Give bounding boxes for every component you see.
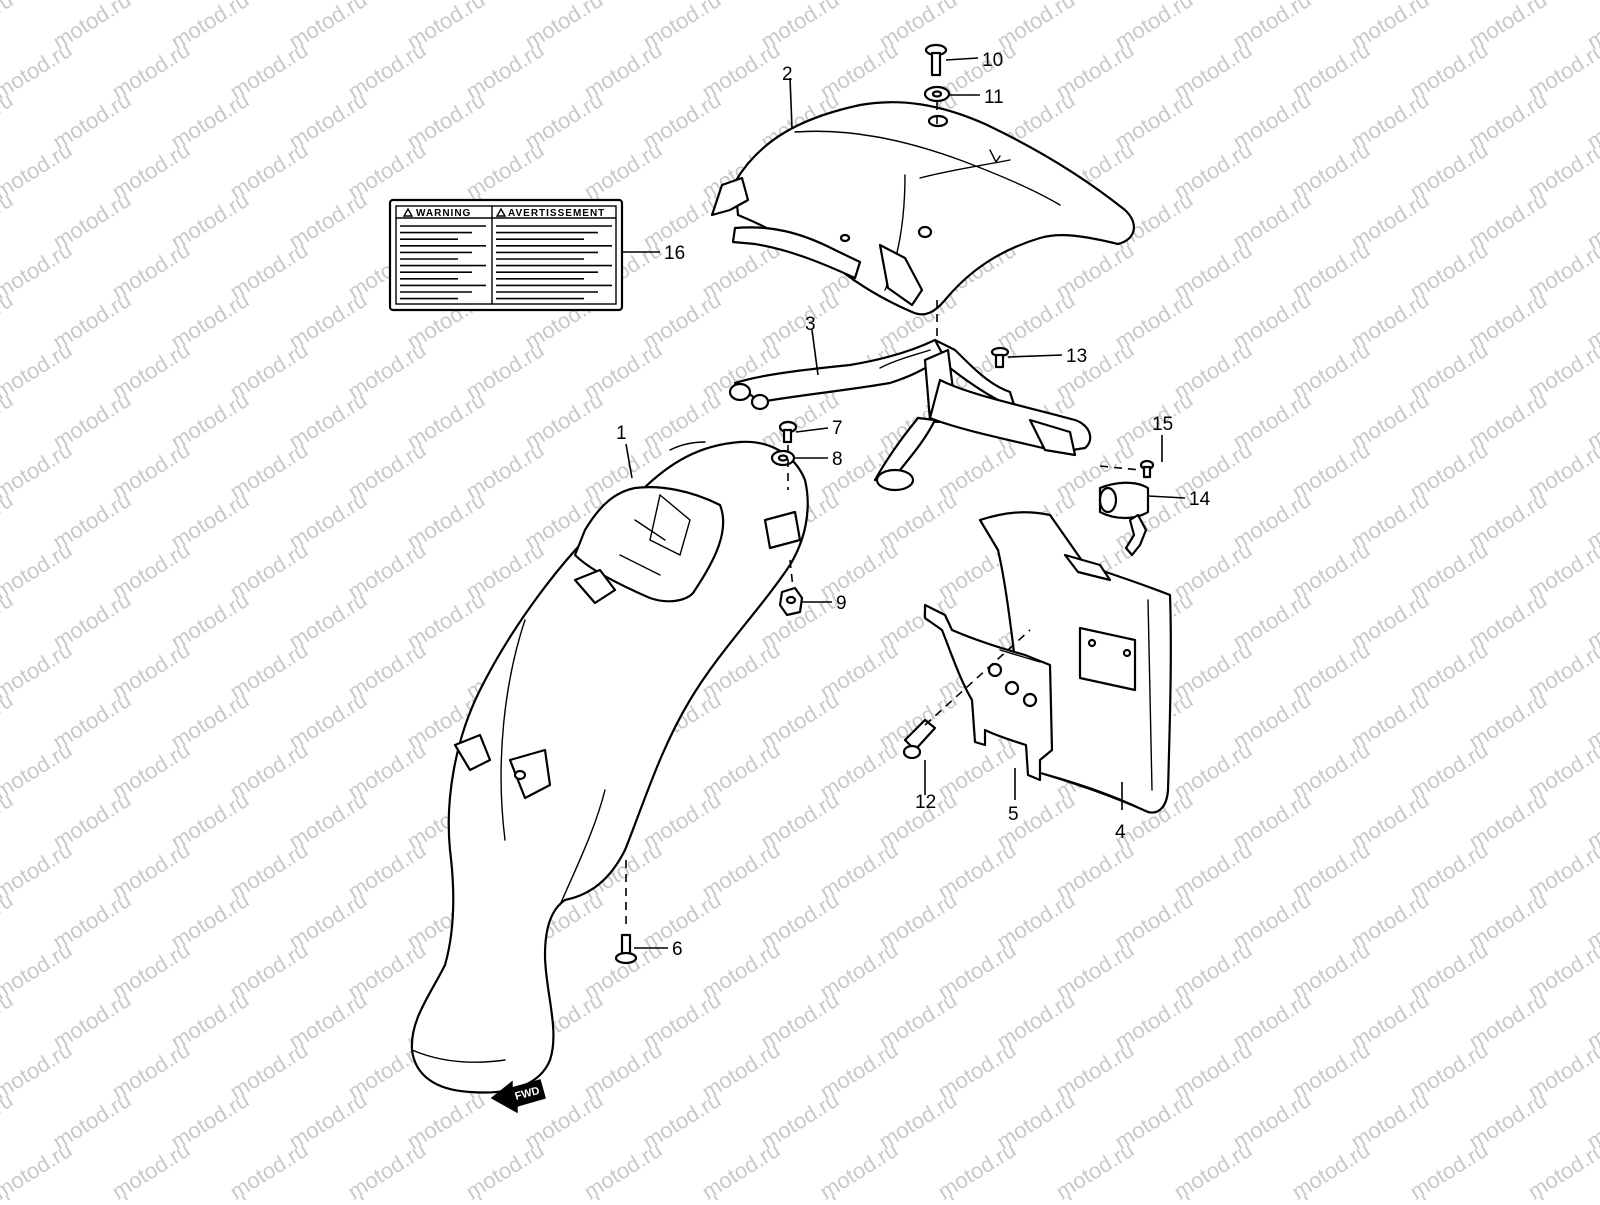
watermark-text: motod.ru — [0, 387, 17, 454]
watermark-text: motod.ru — [0, 0, 17, 54]
part-2-seat-cowl[interactable] — [710, 101, 1135, 316]
watermark-text: motod.ru — [638, 1187, 725, 1200]
warning-heading: WARNING — [416, 208, 471, 219]
watermark-text: motod.ru — [0, 487, 17, 554]
watermark-text: motod.ru — [1464, 1187, 1551, 1200]
watermark-text: motod.ru — [0, 737, 76, 804]
watermark-text: motod.ru — [0, 287, 17, 354]
callout-14: 14 — [1189, 489, 1211, 510]
watermark-text: motod.ru — [0, 1037, 76, 1104]
watermark-text: motod.ru — [48, 1187, 135, 1200]
callout-4: 4 — [1115, 822, 1126, 843]
part-4-license-plate-holder[interactable] — [978, 511, 1172, 814]
part-8-washer[interactable] — [770, 449, 796, 467]
watermark-text: motod.ru — [520, 1187, 607, 1200]
watermark-text: motod.ru — [1582, 1187, 1600, 1200]
part-5-plate-bracket[interactable] — [923, 603, 1054, 782]
watermark-text: motod.ru — [0, 237, 76, 304]
part-3-carrier-bracket[interactable] — [728, 338, 1092, 492]
fwd-arrow: FWD — [490, 1079, 546, 1114]
part-14-helmet-lock[interactable] — [1098, 481, 1150, 557]
callout-13: 13 — [1066, 346, 1087, 367]
callout-numbers: 1 2 3 4 5 6 7 8 9 10 11 12 13 14 15 16 — [616, 50, 1211, 960]
callout-3: 3 — [805, 314, 816, 335]
leader-lines — [622, 57, 1186, 949]
callout-5: 5 — [1008, 804, 1019, 825]
callout-16: 16 — [664, 243, 685, 264]
callout-7: 7 — [832, 418, 843, 439]
part-1-rear-fender[interactable] — [410, 440, 809, 1094]
watermark-text: motod.ru — [0, 437, 76, 504]
callout-8: 8 — [832, 449, 843, 470]
callout-15: 15 — [1152, 414, 1173, 435]
part-7-screw[interactable] — [778, 420, 798, 444]
watermark-text: motod.ru — [756, 1187, 843, 1200]
watermark-text: motod.ru — [0, 37, 76, 104]
watermark-text: motod.ru — [0, 587, 17, 654]
watermark-text: motod.ru — [992, 1187, 1079, 1200]
watermark-text: motod.ru — [0, 87, 17, 154]
avertissement-heading: AVERTISSEMENT — [508, 208, 605, 219]
watermark-text: motod.ru — [0, 537, 76, 604]
callout-6: 6 — [672, 939, 683, 960]
watermark-text: motod.ru — [0, 637, 76, 704]
watermark-text: motod.ru — [1346, 1187, 1433, 1200]
watermark-text: motod.ru — [402, 1187, 489, 1200]
watermark-text: motod.ru — [0, 887, 17, 954]
watermark-text: motod.ru — [0, 1087, 17, 1154]
watermark-text: motod.ru — [284, 1187, 371, 1200]
part-11-grommet[interactable] — [923, 85, 951, 103]
callout-2: 2 — [782, 64, 793, 85]
watermark-text: motod.ru — [1228, 1187, 1315, 1200]
callout-11: 11 — [984, 87, 1004, 108]
watermark-text: motod.ru — [0, 937, 76, 1004]
watermark-text: motod.ru — [0, 987, 17, 1054]
watermark-text: motod.ru — [0, 187, 17, 254]
callout-10: 10 — [982, 50, 1003, 71]
watermark-text: motod.ru — [0, 787, 17, 854]
part-9-nut[interactable] — [778, 586, 804, 617]
watermark-text: motod.ru — [0, 1137, 76, 1200]
warning-text-lines — [400, 225, 612, 300]
part-12-bolt[interactable] — [902, 718, 937, 760]
watermark-text: motod.ru — [874, 1187, 961, 1200]
callout-12: 12 — [915, 792, 936, 813]
part-6-bolt[interactable] — [614, 933, 638, 965]
part-16-warning-label[interactable]: WARNING AVERTISSEMENT — [388, 198, 624, 312]
watermark-text: motod.ru — [1110, 1187, 1197, 1200]
part-13-screw[interactable] — [990, 346, 1010, 369]
watermark-text: motod.ru — [166, 1187, 253, 1200]
watermark-text: motod.ru — [0, 687, 17, 754]
callout-9: 9 — [836, 593, 847, 614]
part-15-screw[interactable] — [1139, 459, 1155, 479]
callout-1: 1 — [616, 423, 627, 444]
watermark-text: motod.ru — [0, 137, 76, 204]
watermark-text: motod.ru — [0, 837, 76, 904]
part-10-bolt[interactable] — [924, 43, 948, 77]
watermark-text: motod.ru — [0, 337, 76, 404]
